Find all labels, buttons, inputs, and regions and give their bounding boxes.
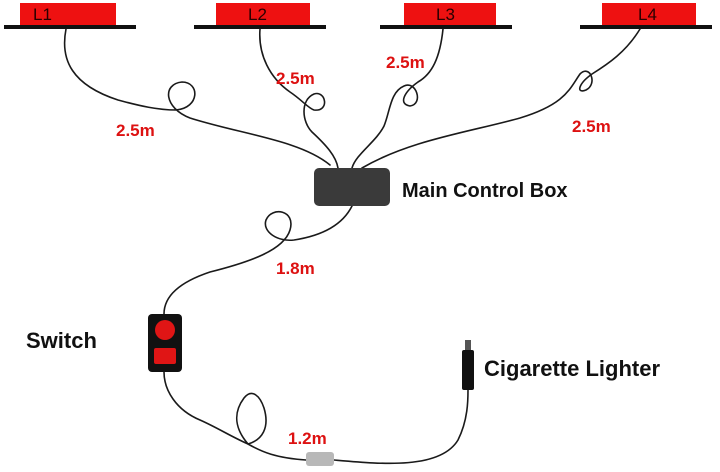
fuse-holder — [306, 452, 334, 466]
switch-button-round — [155, 320, 175, 340]
wire-switch-to-lighter — [163, 371, 307, 461]
wire-fuse-to-lighter — [333, 389, 469, 465]
length-label-l4: 2.5m — [572, 117, 611, 136]
lamp-l2-base — [194, 25, 326, 29]
switch — [148, 314, 182, 372]
length-label-l2: 2.5m — [276, 69, 315, 88]
switch-button-square — [154, 348, 176, 364]
wire-l1 — [63, 28, 331, 166]
lamp-l4-label: L4 — [638, 5, 657, 24]
lamp-l3-base — [380, 25, 512, 29]
lamp-l3-label: L3 — [436, 5, 455, 24]
length-label-box-to-switch: 1.8m — [276, 259, 315, 278]
switch-label: Switch — [26, 328, 97, 353]
lamp-l2-body — [216, 3, 310, 25]
wire-l3 — [351, 28, 444, 169]
cigarette-lighter-plug — [462, 340, 474, 390]
length-label-switch-to-lighter: 1.2m — [288, 429, 327, 448]
length-label-l3: 2.5m — [386, 53, 425, 72]
control-box — [314, 168, 390, 206]
lamp-l1: L1 — [4, 3, 136, 29]
lighter-body — [462, 350, 474, 390]
lamp-l2: L2 — [194, 3, 326, 29]
lamp-l1-base — [4, 25, 136, 29]
wire-loop-bottom — [236, 392, 267, 445]
lamp-l3-body — [404, 3, 496, 25]
wire-l2 — [259, 28, 339, 169]
lighter-label: Cigarette Lighter — [484, 356, 660, 381]
control-box-label: Main Control Box — [402, 180, 568, 202]
wire-box-to-switch — [163, 205, 353, 315]
lamp-l4-base — [580, 25, 712, 29]
lamp-l4-body — [602, 3, 696, 25]
lamp-l3: L3 — [380, 3, 512, 29]
lamp-l2-label: L2 — [248, 5, 267, 24]
lamp-l1-body — [20, 3, 116, 25]
lamp-l4: L4 — [580, 3, 712, 29]
lighter-tip — [465, 340, 471, 352]
length-label-l1: 2.5m — [116, 121, 155, 140]
lamp-l1-label: L1 — [33, 5, 52, 24]
wire-l4 — [361, 28, 641, 169]
